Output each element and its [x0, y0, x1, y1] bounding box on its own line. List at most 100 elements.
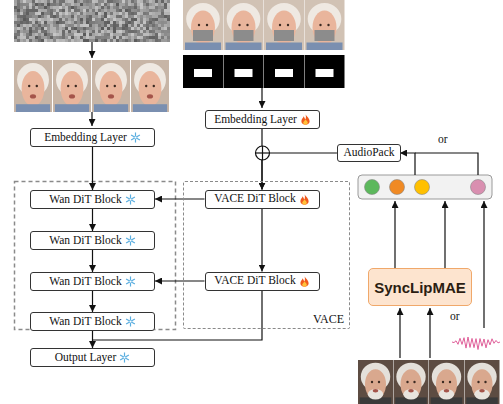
noise-pixel: [26, 27, 29, 30]
noise-pixel: [89, 21, 92, 24]
noise-pixel: [101, 33, 104, 36]
noise-pixel: [68, 36, 71, 39]
noise-pixel: [35, 6, 38, 9]
noise-pixel: [164, 33, 167, 36]
noise-pixel: [59, 6, 62, 9]
noise-pixel: [14, 15, 17, 18]
noise-pixel: [23, 27, 26, 30]
noise-pixel: [161, 24, 164, 27]
noise-pixel: [50, 24, 53, 27]
noise-pixel: [38, 15, 41, 18]
noise-pixel: [77, 30, 80, 33]
noise-pixel: [50, 39, 53, 42]
eye: [198, 24, 200, 26]
noise-pixel: [134, 18, 137, 21]
noise-pixel: [29, 33, 32, 36]
noise-pixel: [65, 24, 68, 27]
noise-pixel: [146, 30, 149, 33]
noise-pixel: [26, 24, 29, 27]
noise-pixel: [149, 18, 152, 21]
noise-pixel: [146, 39, 149, 42]
node-label: AudioPack: [343, 147, 394, 159]
noise-pixel: [137, 15, 140, 18]
noise-pixel: [71, 15, 74, 18]
noise-pixel: [167, 12, 170, 15]
noise-pixel: [110, 36, 113, 39]
noise-pixel: [47, 27, 50, 30]
node-label: Embedding Layer: [44, 132, 127, 144]
noise-pixel: [167, 30, 170, 33]
noise-pixel: [20, 36, 23, 39]
noise-pixel: [29, 3, 32, 6]
noise-pixel: [164, 3, 167, 6]
mask-region: [275, 69, 293, 77]
noise-pixel: [164, 15, 167, 18]
face-frames: [14, 60, 169, 112]
noise-pixel: [116, 24, 119, 27]
noise-pixel: [47, 33, 50, 36]
mouth: [373, 389, 379, 393]
noise-pixel: [155, 18, 158, 21]
noise-pixel: [137, 27, 140, 30]
noise-pixel: [86, 12, 89, 15]
eye: [67, 85, 69, 87]
noise-pixel: [62, 39, 65, 42]
noise-pixel: [50, 9, 53, 12]
block-box: Wan DiT Block: [30, 190, 155, 209]
noise-pixel: [134, 27, 137, 30]
noise-pixel: [68, 33, 71, 36]
noise-pixel: [101, 24, 104, 27]
noise-pixel: [125, 33, 128, 36]
noise-pixel: [68, 9, 71, 12]
noise-pixel: [14, 30, 17, 33]
eye: [442, 381, 444, 383]
node-label: Wan DiT Block: [49, 194, 121, 206]
noise-pixel: [104, 12, 107, 15]
noise-pixel: [134, 39, 137, 42]
noise-pixel: [92, 0, 95, 3]
noise-pixel: [122, 18, 125, 21]
noise-pixel: [167, 21, 170, 24]
noise-pixel: [167, 6, 170, 9]
node-label: VACE: [313, 313, 344, 325]
noise-pixel: [80, 15, 83, 18]
token-dot: [365, 180, 380, 195]
noise-pixel: [101, 3, 104, 6]
noise-pixel: [50, 3, 53, 6]
noise-pixel: [152, 36, 155, 39]
mouth: [147, 94, 153, 98]
noise-pixel: [152, 39, 155, 42]
noise-pixel: [158, 0, 161, 3]
noise-pixel: [107, 18, 110, 21]
noise-pixel: [155, 21, 158, 24]
noise-pixel: [110, 27, 113, 30]
noise-pixel: [110, 24, 113, 27]
noise-pixel: [104, 9, 107, 12]
noise-pixel: [89, 12, 92, 15]
noise-pixel: [107, 39, 110, 42]
noise-pixel: [23, 9, 26, 12]
eye: [238, 24, 240, 26]
noise-pixel: [47, 6, 50, 9]
noise-pixel: [32, 39, 35, 42]
snow-arm: [120, 355, 129, 360]
noise-pixel: [71, 24, 74, 27]
eye: [327, 24, 329, 26]
noise-pixel: [86, 24, 89, 27]
noise-pixel: [62, 33, 65, 36]
noise-pixel: [107, 0, 110, 3]
noise-pixel: [47, 24, 50, 27]
noise-pixel: [122, 6, 125, 9]
noise-pixel: [17, 9, 20, 12]
noise-pixel: [17, 27, 20, 30]
noise-pixel: [53, 39, 56, 42]
noise-pixel: [98, 24, 101, 27]
fire-inner: [302, 281, 307, 286]
noise-pixel: [152, 15, 155, 18]
noise-pixel: [29, 21, 32, 24]
noise-pixel: [125, 18, 128, 21]
noise-pixel: [104, 39, 107, 42]
noise-pixel: [116, 9, 119, 12]
noise-pixel: [116, 3, 119, 6]
eye: [413, 381, 415, 383]
